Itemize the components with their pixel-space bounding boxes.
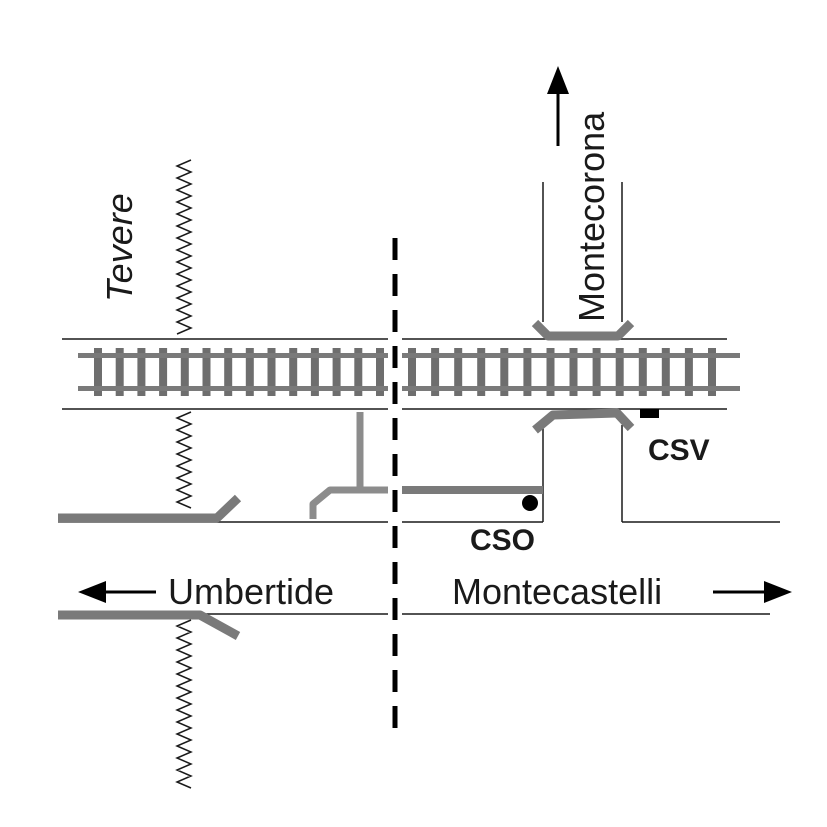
west-sleeper	[180, 348, 189, 396]
west-sleeper	[267, 348, 276, 396]
arrow-west-icon	[78, 581, 156, 603]
west-sleeper	[115, 348, 124, 396]
west-sleeper	[354, 348, 363, 396]
east-sleeper	[477, 348, 486, 396]
east-sleeper	[615, 348, 624, 396]
west-sleeper	[376, 348, 384, 396]
west-road-label: Umbertide	[168, 571, 334, 612]
east-sleeper	[592, 348, 601, 396]
rail-south-west	[78, 386, 388, 391]
west-sleeper	[245, 348, 254, 396]
east-sleeper	[500, 348, 509, 396]
barrier-west-road	[58, 494, 242, 523]
signal-csv-label: CSV	[648, 434, 710, 467]
arrow-east-icon	[713, 581, 792, 603]
barriers	[58, 319, 635, 640]
west-sleeper	[137, 348, 146, 396]
north-road-label: Montecorona	[571, 111, 612, 322]
west-sleeper	[224, 348, 233, 396]
signal-csv-marker	[640, 409, 659, 418]
west-sleeper	[332, 348, 341, 396]
east-sleeper	[708, 348, 716, 396]
east-sleeper	[569, 348, 578, 396]
east-sleeper	[638, 348, 647, 396]
main-road	[58, 521, 780, 615]
barrier-north-bottom	[532, 408, 635, 434]
railway-track-west	[78, 348, 388, 396]
river-bank-lower	[175, 619, 193, 789]
north-road	[542, 182, 623, 522]
river-label: Tevere	[99, 193, 140, 302]
barrier-north-top	[531, 319, 635, 341]
barrier-center-west	[309, 486, 388, 519]
west-sleeper	[94, 348, 102, 396]
sleepers-west	[94, 348, 384, 396]
east-sleeper	[431, 348, 440, 396]
river-bank-middle	[175, 411, 193, 509]
barrier-west-south	[58, 610, 241, 640]
river-bank-upper	[175, 159, 193, 335]
rail-north-west	[78, 353, 388, 358]
west-sleeper	[202, 348, 211, 396]
east-sleeper	[408, 348, 416, 396]
signal-cso-marker	[522, 495, 538, 511]
west-sleeper	[159, 348, 168, 396]
signal-cso-label: CSO	[470, 524, 535, 557]
sleepers-east	[408, 348, 716, 396]
east-sleeper	[546, 348, 555, 396]
east-road-label: Montecastelli	[452, 571, 662, 612]
rail-north-east	[402, 353, 740, 358]
west-sleeper	[310, 348, 319, 396]
arrow-north-icon	[547, 66, 569, 146]
west-sleeper	[289, 348, 298, 396]
railway-track-east	[402, 348, 740, 396]
rail-south-east	[402, 386, 740, 391]
east-sleeper	[684, 348, 693, 396]
east-sleeper	[454, 348, 463, 396]
east-sleeper	[523, 348, 532, 396]
east-sleeper	[661, 348, 670, 396]
